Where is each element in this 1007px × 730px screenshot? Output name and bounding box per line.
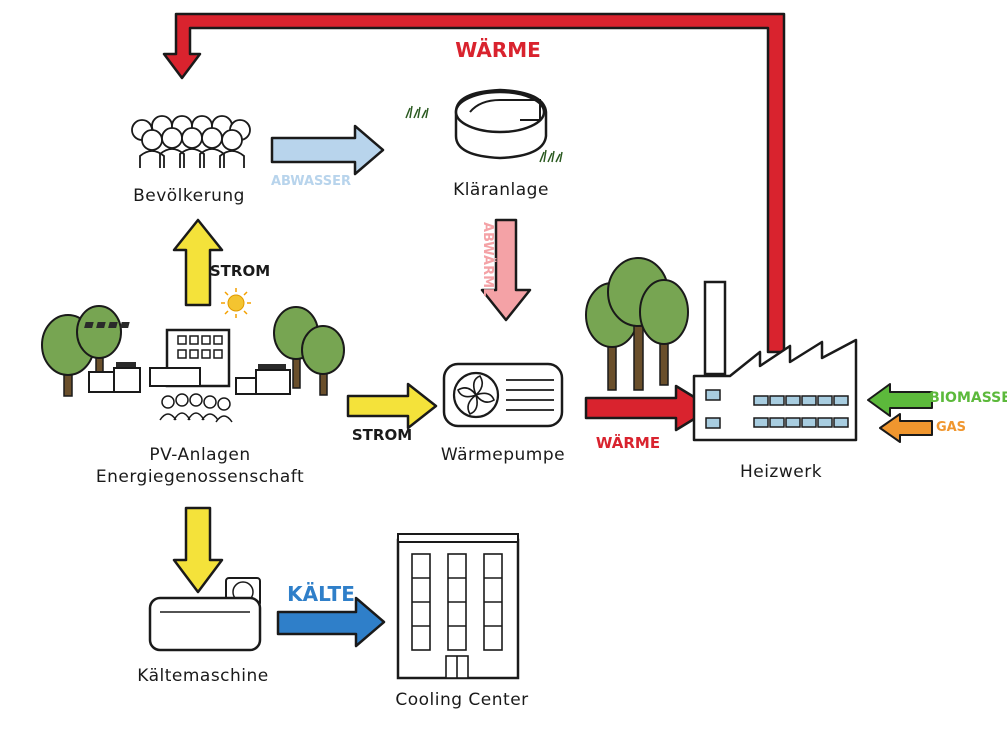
flow-label-power-up: STROM (209, 262, 271, 280)
flow-label-wastewater: ABWASSER (270, 174, 352, 189)
flow-label-heat-return: WÄRME (455, 38, 541, 62)
heating-plant-icon (692, 280, 858, 442)
label-heat-pump: Wärmepumpe (440, 445, 566, 465)
grass-icon (405, 105, 563, 163)
label-chiller: Kältemaschine (137, 666, 269, 686)
wastewater-arrow (270, 124, 385, 176)
waste-heat-arrow (480, 218, 532, 322)
flow-label-biomass: BIOMASSE (929, 390, 1007, 406)
chiller-icon (148, 577, 262, 652)
flow-label-cold: KÄLTE (287, 582, 355, 606)
heat-return-arrow (162, 12, 786, 354)
flow-label-waste-heat: ABWÄRME (480, 222, 495, 297)
trees-right-pv (273, 306, 345, 396)
heat-pump-icon (442, 362, 564, 428)
power-right-arrow (346, 382, 438, 430)
flow-label-heat-to-plant: WÄRME (595, 434, 661, 452)
label-pv-line2: Energiegenossenschaft (95, 467, 305, 487)
trees-left (41, 305, 122, 397)
flow-label-gas: GAS (935, 420, 967, 435)
label-population: Bevölkerung (133, 186, 245, 206)
trees-plant (585, 257, 689, 391)
tree-icon (301, 325, 345, 396)
tree-icon (639, 279, 689, 386)
label-treatment-plant: Kläranlage (453, 180, 549, 200)
flow-label-power-right: STROM (351, 426, 413, 444)
gas-arrow (879, 413, 933, 443)
cooling-center-icon (396, 533, 520, 680)
cold-arrow (276, 596, 386, 648)
label-heating-plant: Heizwerk (739, 462, 823, 482)
treatment-plant-icon (405, 88, 563, 163)
population-icon (131, 115, 251, 168)
label-cooling-center: Cooling Center (395, 690, 529, 710)
biomass-arrow (867, 383, 933, 417)
fan-icon (457, 375, 495, 415)
pv-buildings-icon (84, 322, 291, 423)
label-pv-line1: PV-Anlagen (149, 445, 251, 465)
tree-icon (76, 305, 122, 391)
sun-icon (221, 288, 251, 318)
power-down-arrow (172, 506, 224, 594)
power-up-arrow (172, 218, 224, 307)
